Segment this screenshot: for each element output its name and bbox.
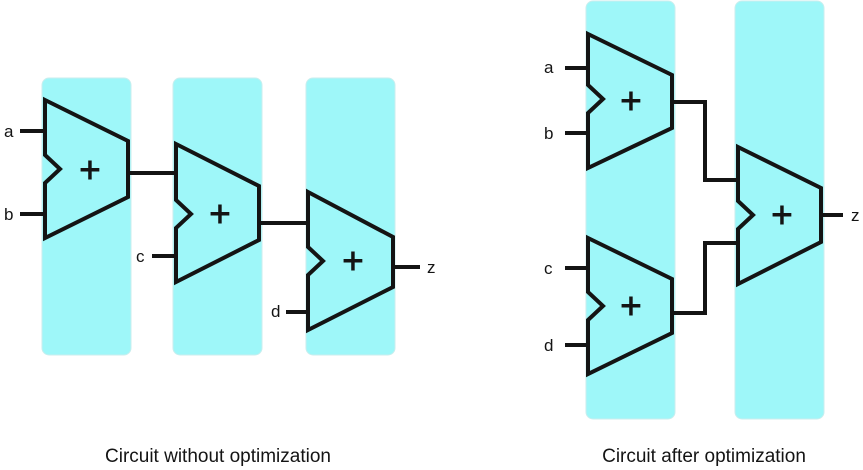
output-label-z: z xyxy=(427,258,436,277)
adder-block: + xyxy=(586,30,674,172)
input-label-d: d xyxy=(544,336,553,355)
adder-block: + xyxy=(586,234,674,378)
input-label-a: a xyxy=(4,122,14,141)
adder-block: + xyxy=(174,140,261,286)
input-label-b: b xyxy=(4,205,13,224)
input-label-c: c xyxy=(136,247,145,266)
connection-wire xyxy=(672,100,738,182)
adder-block: + xyxy=(306,188,395,334)
plus-symbol: + xyxy=(207,197,232,232)
adder-block: + xyxy=(736,143,823,288)
left-diagram: + + + a b c d z Circuit without optimiza… xyxy=(4,77,436,467)
right-diagram: + + + a b c d z Circuit after optimizati… xyxy=(544,0,860,467)
connection-wire xyxy=(672,241,738,315)
right-caption: Circuit after optimization xyxy=(602,446,806,467)
input-label-a: a xyxy=(544,58,554,77)
input-label-c: c xyxy=(544,259,553,278)
input-label-d: d xyxy=(271,302,280,321)
plus-symbol: + xyxy=(618,289,643,324)
input-label-b: b xyxy=(544,124,553,143)
plus-symbol: + xyxy=(618,84,643,119)
adder-block: + xyxy=(43,96,130,242)
plus-symbol: + xyxy=(77,153,102,188)
left-caption: Circuit without optimization xyxy=(105,446,331,467)
output-label-z: z xyxy=(851,206,860,225)
plus-symbol: + xyxy=(340,244,365,279)
plus-symbol: + xyxy=(769,198,794,233)
